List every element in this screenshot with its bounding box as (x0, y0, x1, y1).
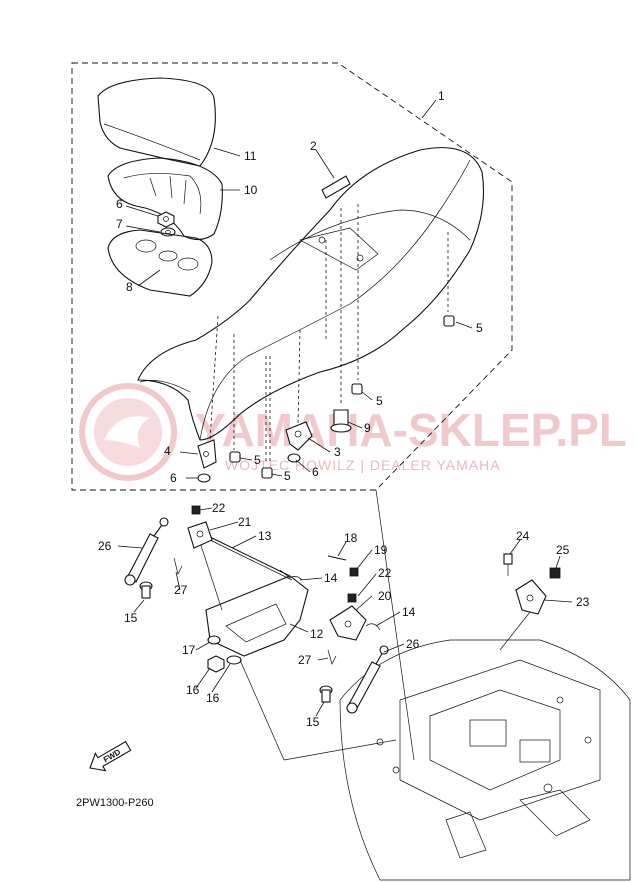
reference-lines (239, 489, 531, 761)
callout-7: 7 (116, 217, 123, 231)
cotter-pin-right (327, 649, 337, 665)
callout-15-right: 15 (306, 715, 320, 729)
screw-top (191, 505, 201, 515)
callout-5-left-b: 5 (284, 469, 291, 483)
callout-22-top: 22 (212, 501, 226, 515)
callout-6-backrest: 6 (116, 197, 123, 211)
callout-14-b: 14 (402, 605, 416, 619)
nut-washer-b (226, 655, 242, 665)
callout-17: 17 (182, 643, 196, 657)
leader-lines (117, 99, 573, 717)
callout-3: 3 (334, 445, 341, 459)
callout-16-a: 16 (186, 683, 200, 697)
callout-21: 21 (238, 515, 252, 529)
callout-5-left-a: 5 (254, 453, 261, 467)
pin (327, 555, 347, 561)
ball-stud-right (319, 685, 333, 703)
callout-16-b: 16 (206, 691, 220, 705)
callout-27-right: 27 (298, 653, 312, 667)
ball-stud-left (139, 581, 153, 599)
fwd-arrow: FWD (89, 740, 132, 772)
callout-12: 12 (310, 627, 324, 641)
watermark-text: YAMAHA-SKLEP.PL (195, 404, 627, 456)
cotter-pin-left (173, 557, 183, 576)
hull-frame (339, 639, 631, 881)
callout-18: 18 (344, 531, 358, 545)
callout-5-mid: 5 (376, 394, 383, 408)
seat (137, 147, 484, 441)
callout-23: 23 (576, 595, 590, 609)
callout-24: 24 (516, 529, 530, 543)
callout-1: 1 (438, 89, 445, 103)
lock-plate (515, 579, 547, 615)
callout-19: 19 (374, 543, 388, 557)
backrest-base-plate (107, 229, 213, 297)
bolt (330, 409, 352, 433)
watermark: YAMAHA-SKLEP.PL WOJTEC HOWILZ | DEALER Y… (79, 383, 627, 481)
callout-15-left: 15 (124, 611, 138, 625)
damper-right (443, 315, 455, 327)
callout-26-left: 26 (98, 539, 112, 553)
callout-26-right: 26 (406, 637, 420, 651)
bolt-small (349, 567, 359, 577)
callout-10: 10 (244, 183, 258, 197)
watermark-logo (79, 383, 177, 481)
callout-6-bracket: 6 (312, 465, 319, 479)
latch-bracket (329, 605, 367, 641)
screw-latch (347, 593, 357, 603)
callout-9: 9 (364, 421, 371, 435)
seat-assembly-outline (71, 62, 513, 491)
projection-lines (209, 204, 449, 464)
callout-11: 11 (244, 149, 257, 163)
callout-20: 20 (378, 589, 392, 603)
callout-13: 13 (258, 529, 272, 543)
collar (207, 635, 221, 645)
callout-5-right: 5 (476, 321, 483, 335)
callout-22-latch: 22 (378, 566, 392, 580)
gas-strut-right (346, 645, 389, 714)
shaft (207, 535, 293, 581)
spring-pin-a (289, 576, 303, 581)
callout-14-a: 14 (324, 571, 338, 585)
nut-washer-a (207, 655, 225, 673)
callout-8: 8 (126, 280, 133, 294)
damper-left-a (229, 451, 241, 463)
seat-bracket (285, 421, 313, 451)
callout-4: 4 (164, 444, 171, 458)
seat-bracket-small (197, 439, 217, 469)
seat-bracket-nut (287, 453, 301, 463)
damper-left-b (261, 467, 273, 479)
callouts: 1 2 3 4 5 5 5 5 6 6 6 7 8 10 11 9 12 13 … (98, 89, 590, 729)
seat-bracket-small-nut (197, 473, 211, 483)
fwd-arrow-icon (89, 740, 132, 772)
bolt-lock (503, 553, 513, 576)
spring-pin-b (365, 623, 381, 631)
backrest-frame (107, 157, 223, 241)
hinge-bracket (187, 521, 213, 549)
callout-27-left: 27 (174, 583, 188, 597)
callout-25: 25 (556, 543, 570, 557)
backrest-nut (157, 211, 175, 228)
clip (549, 567, 561, 579)
backrest-cushion (97, 77, 216, 167)
callout-2: 2 (310, 139, 317, 153)
gas-strut-left (124, 517, 169, 586)
diagram-code: 2PW1300-P260 (76, 797, 154, 809)
callout-6-small: 6 (170, 471, 177, 485)
damper-mid (351, 383, 363, 395)
